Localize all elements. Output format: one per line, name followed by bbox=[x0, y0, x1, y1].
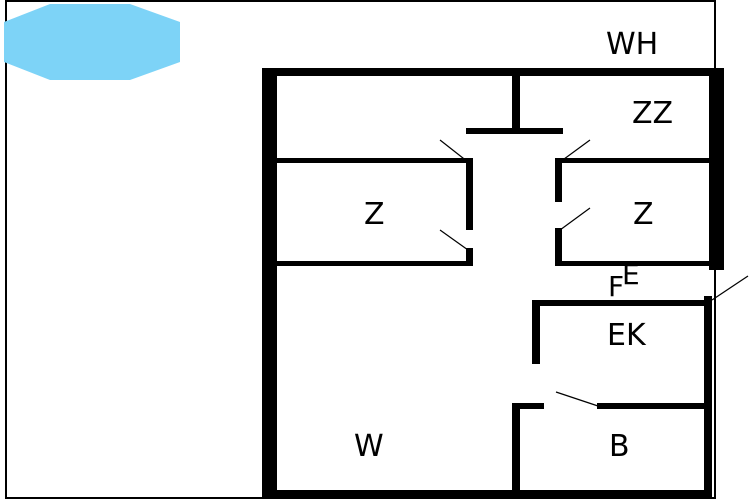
label-z-right: Z bbox=[633, 197, 654, 232]
interior-walls bbox=[277, 76, 709, 498]
label-b: B bbox=[609, 429, 630, 464]
label-z-left: Z bbox=[364, 197, 385, 232]
exterior-walls bbox=[262, 68, 724, 498]
door-swing-top-right bbox=[559, 139, 591, 163]
octagon-pool-icon bbox=[4, 4, 180, 80]
door-swing-top-left bbox=[439, 139, 469, 163]
label-ek: EK bbox=[607, 318, 647, 353]
door-swing-z-left bbox=[439, 229, 469, 251]
label-f: F bbox=[608, 270, 624, 303]
label-wh: WH bbox=[606, 27, 658, 62]
door-swings bbox=[439, 139, 749, 407]
label-w: W bbox=[354, 429, 384, 464]
label-e: E bbox=[622, 258, 640, 291]
door-swing-z-right bbox=[559, 207, 591, 231]
door-swing-entrance bbox=[711, 275, 749, 301]
door-swing-b bbox=[555, 391, 599, 407]
label-zz: ZZ bbox=[632, 96, 673, 131]
